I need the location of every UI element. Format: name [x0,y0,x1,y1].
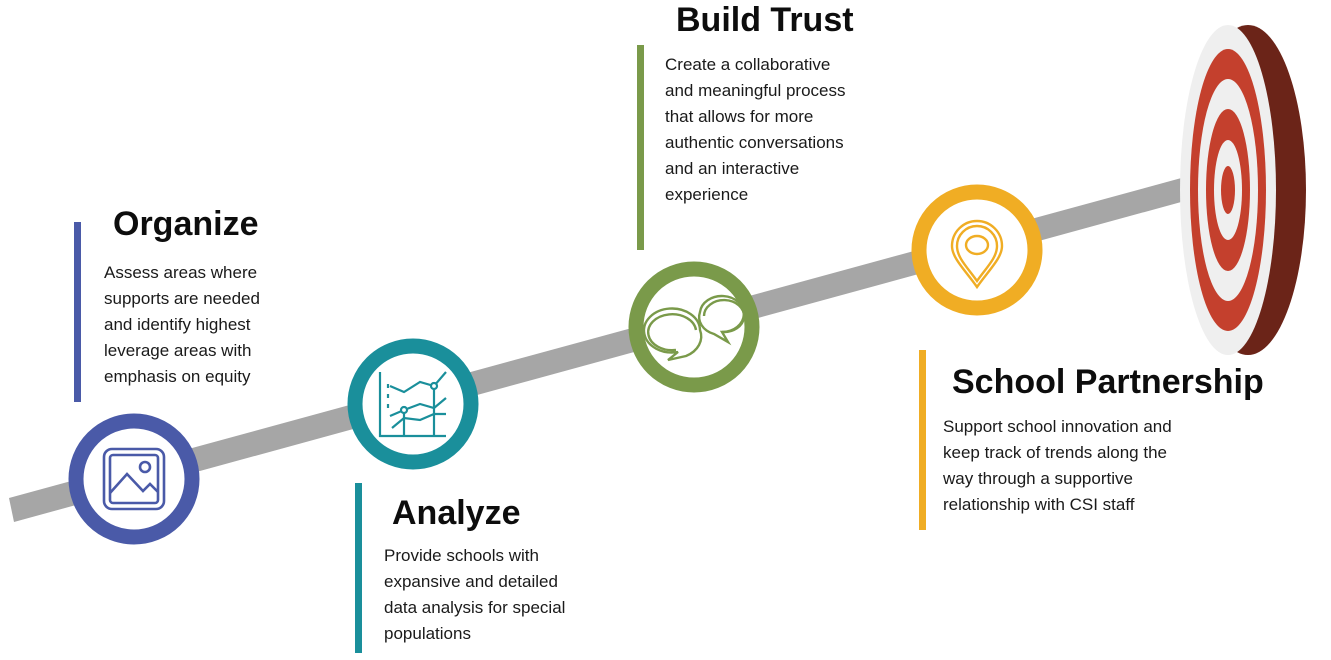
organize-line: leverage areas with [104,341,252,360]
analyze-accent-bar [355,483,362,653]
analyze-line: Provide schools with [384,546,539,565]
organize-line: Assess areas where [104,263,258,282]
build-trust-line: experience [665,185,749,204]
build-trust-description: Create a collaborative and meaningful pr… [665,52,915,208]
organize-line: emphasis on equity [104,367,251,386]
school-partnership-line: relationship with CSI staff [943,495,1135,514]
speech-bubbles-icon [642,294,746,362]
image-icon [102,447,166,511]
organize-circle [68,413,200,545]
target-icon [1180,25,1306,355]
organize-line: and identify highest [104,315,251,334]
location-pin-icon [950,219,1004,290]
build-trust-line: and meaningful process [665,81,846,100]
analyze-title: Analyze [392,494,521,532]
organize-line: supports are needed [104,289,260,308]
line-chart-icon [378,371,447,438]
school-partnership-line: Support school innovation and [943,417,1172,436]
build-trust-line: that allows for more [665,107,814,126]
analyze-circle [347,338,479,470]
school-partnership-line: keep track of trends along the [943,443,1167,462]
arrow-shaft [9,174,1203,522]
school-partnership-description: Support school innovation and keep track… [943,414,1243,518]
school-partnership-accent-bar [919,350,926,530]
school-partnership-line: way through a supportive [943,469,1133,488]
organize-description: Assess areas where supports are needed a… [104,260,324,390]
build-trust-line: Create a collaborative [665,55,831,74]
build-trust-title: Build Trust [676,1,854,39]
build-trust-line: and an interactive [665,159,800,178]
analyze-line: populations [384,624,471,643]
analyze-line: data analysis for special [384,598,566,617]
analyze-description: Provide schools with expansive and detai… [384,543,624,647]
organize-title: Organize [113,205,259,243]
school-partnership-title: School Partnership [952,363,1264,401]
build-trust-accent-bar [637,45,644,250]
organize-accent-bar [74,222,81,402]
analyze-line: expansive and detailed [384,572,558,591]
build-trust-line: authentic conversations [665,133,844,152]
school-partnership-circle [911,184,1043,316]
